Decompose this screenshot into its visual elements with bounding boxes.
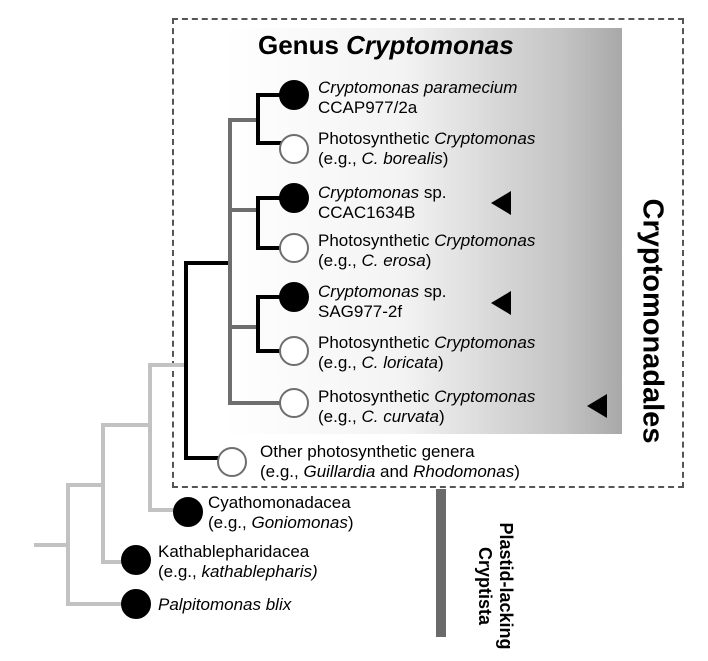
taxon-label-other-genera: Other photosynthetic genera(e.g., Guilla… bbox=[260, 442, 520, 481]
taxon-label-sag977: Cryptomonas sp.SAG977-2f bbox=[318, 282, 447, 321]
tip-circle-photosynthetic bbox=[279, 233, 309, 263]
branch-other-genera bbox=[184, 261, 232, 460]
tip-circle-photosynthetic bbox=[279, 388, 309, 418]
plastid-lacking-bar bbox=[436, 489, 446, 637]
tip-circle-plastid-lacking bbox=[121, 589, 151, 619]
taxon-label-c-borealis: Photosynthetic Cryptomonas(e.g., C. bore… bbox=[318, 129, 536, 168]
triangle-marker-icon bbox=[587, 394, 607, 418]
tip-circle-photosynthetic bbox=[217, 447, 247, 477]
tip-circle-plastid-lacking bbox=[121, 545, 151, 575]
branch-genus-backbone bbox=[228, 118, 289, 405]
tip-circle-plastid-lacking bbox=[173, 497, 203, 527]
taxon-label-palpitomonas: Palpitomonas blix bbox=[158, 595, 292, 614]
triangle-marker-icon bbox=[491, 191, 511, 215]
tip-circle-photosynthetic bbox=[279, 134, 309, 164]
cryptomonadales-dashed-box bbox=[172, 18, 684, 488]
taxon-label-cyathomonadacea: Cyathomonadacea(e.g., Goniomonas) bbox=[208, 493, 354, 532]
branch-root bbox=[34, 483, 138, 606]
cryptomonadales-branches bbox=[184, 93, 289, 460]
taxon-label-kathablepharidacea: Kathablepharidacea(e.g., kathablepharis) bbox=[158, 542, 318, 581]
taxon-label-ccac1634b: Cryptomonas sp.CCAC1634B bbox=[318, 183, 447, 222]
taxon-label-c-curvata: Photosynthetic Cryptomonas(e.g., C. curv… bbox=[318, 387, 536, 426]
marker-triangles bbox=[491, 191, 607, 418]
tip-circle-photosynthetic bbox=[279, 336, 309, 366]
branch-cyathomonad bbox=[148, 363, 188, 512]
tip-circles bbox=[121, 80, 309, 619]
branch-kathablepharid bbox=[101, 423, 152, 564]
cryptomonadales-label: Cryptomonadales bbox=[636, 198, 669, 444]
tip-circle-plastid-lacking bbox=[279, 80, 309, 110]
triangle-marker-icon bbox=[491, 291, 511, 315]
tip-circle-plastid-lacking bbox=[279, 282, 309, 312]
tip-circle-plastid-lacking bbox=[279, 183, 309, 213]
taxon-label-c-loricata: Photosynthetic Cryptomonas(e.g., C. lori… bbox=[318, 333, 536, 372]
genus-title: Genus Cryptomonas bbox=[258, 30, 514, 60]
taxon-label-c-erosa: Photosynthetic Cryptomonas(e.g., C. eros… bbox=[318, 231, 536, 270]
